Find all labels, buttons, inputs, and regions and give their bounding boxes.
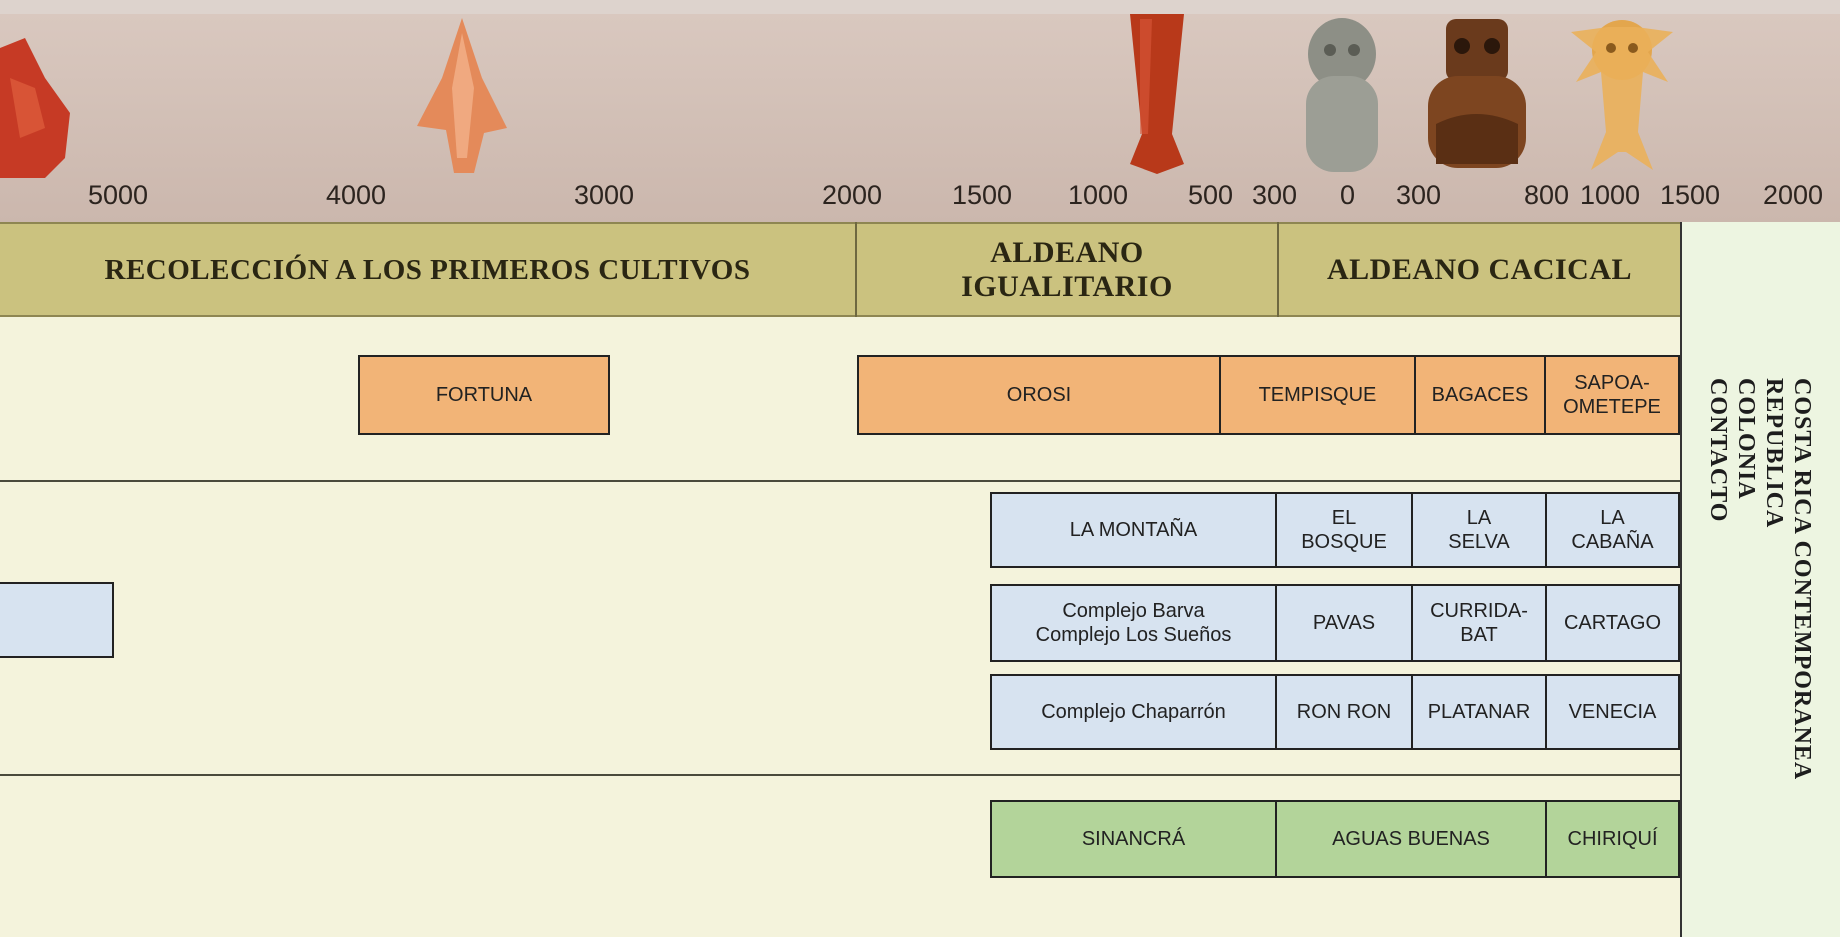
year-label: 1000 xyxy=(1068,180,1129,210)
artifact-band xyxy=(0,0,1840,222)
year-label: 800 xyxy=(1524,180,1570,210)
cell-fortuna: FORTUNA xyxy=(358,355,610,435)
cell-aguas-buenas: AGUAS BUENAS xyxy=(1275,800,1547,878)
cell-el-bosque: EL BOSQUE xyxy=(1275,492,1413,568)
cell-label: TEMPISQUE xyxy=(1258,384,1377,406)
cell-label: RON RON xyxy=(1296,701,1392,723)
cell-la-cabana: LA CABAÑA xyxy=(1545,492,1680,568)
cell-sinancra: SINANCRÁ xyxy=(990,800,1277,878)
year-label: 1000 xyxy=(1580,180,1641,210)
cell-ron-ron: RON RON xyxy=(1275,674,1413,750)
cell-cartago: CARTAGO xyxy=(1545,584,1680,662)
cell-label: BOSQUE xyxy=(1301,531,1387,553)
stone-tool-icon xyxy=(0,38,70,178)
cell-complejo-chaparron: Complejo Chaparrón xyxy=(990,674,1277,750)
cell-la-selva: LA SELVA xyxy=(1411,492,1547,568)
ceramic-figure-icon xyxy=(1428,19,1526,168)
era-divider xyxy=(1277,222,1279,317)
era-divider xyxy=(855,222,857,317)
cell-label: VENECIA xyxy=(1568,701,1657,723)
cell-label: OROSI xyxy=(1006,384,1072,406)
year-label: 300 xyxy=(1252,180,1298,210)
cell-tempisque: TEMPISQUE xyxy=(1219,355,1416,435)
row-divider xyxy=(0,480,1680,482)
cell-label: PLATANAR xyxy=(1427,701,1531,723)
cell-label: LA xyxy=(1600,507,1625,529)
cell-label: BAGACES xyxy=(1431,384,1529,406)
row-divider xyxy=(0,774,1680,776)
year-label: 1500 xyxy=(1660,180,1721,210)
side-label: COLONIA xyxy=(1733,378,1759,501)
cell-la-montana: LA MONTAÑA xyxy=(990,492,1277,568)
year-label: 3000 xyxy=(574,180,635,210)
stone-figure-icon xyxy=(1306,18,1378,172)
cell-label: Complejo Barva xyxy=(1062,600,1205,622)
cell-label: FORTUNA xyxy=(435,384,533,406)
cell-label: CHIRIQUÍ xyxy=(1567,828,1658,850)
side-label: REPUBLICA xyxy=(1761,378,1787,529)
era-label: IGUALITARIO xyxy=(961,269,1173,303)
side-label: CONTACTO xyxy=(1705,378,1731,523)
cell-label: PAVAS xyxy=(1312,612,1376,634)
cell-complejo-barva: Complejo Barva Complejo Los Sueños xyxy=(990,584,1277,662)
cell-label: Complejo Chaparrón xyxy=(1041,701,1226,723)
side-panel xyxy=(1680,222,1840,937)
era-label: ALDEANO CACICAL xyxy=(1326,252,1633,286)
year-label: 5000 xyxy=(88,180,149,210)
cell-label: BAT xyxy=(1460,624,1498,646)
year-label: 0 xyxy=(1340,180,1356,210)
year-label: 2000 xyxy=(822,180,883,210)
cell-pavas: PAVAS xyxy=(1275,584,1413,662)
arrowhead-icon xyxy=(417,18,507,173)
side-label: COSTA RICA CONTEMPORANEA xyxy=(1789,378,1815,781)
cell-label: SAPOA- xyxy=(1574,372,1650,394)
era-band xyxy=(0,222,1680,317)
era-aldeano-igualitario: ALDEANO IGUALITARIO xyxy=(857,222,1277,317)
cell-venecia: VENECIA xyxy=(1545,674,1680,750)
gold-pendant-icon xyxy=(1571,20,1673,170)
cell-label: Complejo Los Sueños xyxy=(1035,624,1232,646)
year-label: 2000 xyxy=(1763,180,1824,210)
side-labels: COSTA RICA CONTEMPORANEA REPUBLICA COLON… xyxy=(1680,222,1840,937)
era-recoleccion: RECOLECCIÓN A LOS PRIMEROS CULTIVOS xyxy=(0,222,855,317)
cell-label: CARTAGO xyxy=(1563,612,1662,634)
cell-label: SINANCRÁ xyxy=(1081,828,1186,850)
cell-bagaces: BAGACES xyxy=(1414,355,1546,435)
era-aldeano-cacical: ALDEANO CACICAL xyxy=(1279,222,1680,317)
era-label: RECOLECCIÓN A LOS PRIMEROS CULTIVOS xyxy=(104,253,751,286)
year-label: 1500 xyxy=(952,180,1013,210)
partial-cell xyxy=(0,582,114,658)
cell-label: AGUAS BUENAS xyxy=(1332,828,1490,850)
cell-label: CURRIDA- xyxy=(1430,600,1528,622)
cell-label: LA xyxy=(1466,507,1492,529)
cell-sapoa-ometepe: SAPOA- OMETEPE xyxy=(1544,355,1680,435)
cell-label: SELVA xyxy=(1448,531,1510,553)
cell-orosi: OROSI xyxy=(857,355,1221,435)
cell-chiriqui: CHIRIQUÍ xyxy=(1545,800,1680,878)
year-label: 500 xyxy=(1188,180,1234,210)
cell-curridabat: CURRIDA- BAT xyxy=(1411,584,1547,662)
cell-label: CABAÑA xyxy=(1571,531,1654,553)
cell-platanar: PLATANAR xyxy=(1411,674,1547,750)
ceramic-vase-icon xyxy=(1130,14,1184,174)
year-label: 4000 xyxy=(326,180,387,210)
cell-label: EL xyxy=(1331,507,1357,529)
cell-label: LA MONTAÑA xyxy=(1069,519,1198,541)
era-label: ALDEANO xyxy=(990,235,1144,269)
cell-label: OMETEPE xyxy=(1563,396,1661,418)
year-label: 300 xyxy=(1396,180,1442,210)
